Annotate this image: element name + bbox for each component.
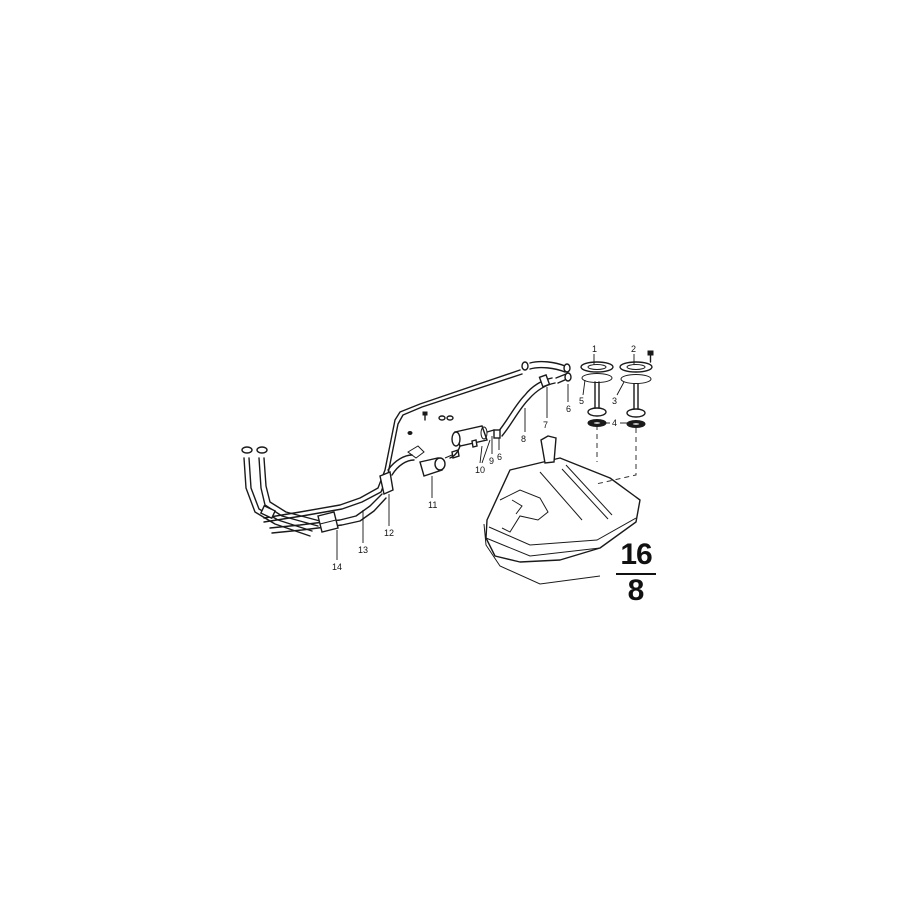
callout-12: 12 bbox=[384, 528, 394, 538]
callout-14: 14 bbox=[332, 562, 342, 572]
callout-9: 9 bbox=[489, 456, 494, 466]
fuel-pump bbox=[449, 425, 495, 459]
callout-6a: 6 bbox=[566, 404, 571, 414]
callout-4: 4 bbox=[612, 418, 617, 428]
callout-6b: 6 bbox=[497, 452, 502, 462]
leader-lines bbox=[336, 354, 635, 560]
callout-10: 10 bbox=[475, 465, 485, 475]
callout-2: 2 bbox=[631, 344, 636, 354]
group-number-denominator: 8 bbox=[627, 574, 645, 607]
tank-sender-unit-left bbox=[580, 361, 614, 427]
tank-sender-unit-right bbox=[619, 350, 654, 428]
callout-5: 5 bbox=[579, 396, 584, 406]
callout-1: 1 bbox=[592, 344, 597, 354]
group-number-divider bbox=[616, 573, 656, 575]
group-number-numerator: 16 bbox=[620, 538, 652, 571]
callout-3: 3 bbox=[612, 396, 617, 406]
callout-labels: 1 2 3 4 5 6 6 7 8 9 10 11 12 13 14 bbox=[332, 344, 636, 572]
callout-7: 7 bbox=[543, 420, 548, 430]
loose-fittings bbox=[407, 411, 454, 435]
alignment-line bbox=[595, 428, 637, 485]
callout-13: 13 bbox=[358, 545, 368, 555]
callout-8: 8 bbox=[521, 434, 526, 444]
callout-11: 11 bbox=[428, 500, 437, 510]
left-pipe-ends bbox=[241, 446, 339, 537]
fuel-filter bbox=[407, 445, 460, 477]
fuel-tank bbox=[483, 435, 641, 585]
